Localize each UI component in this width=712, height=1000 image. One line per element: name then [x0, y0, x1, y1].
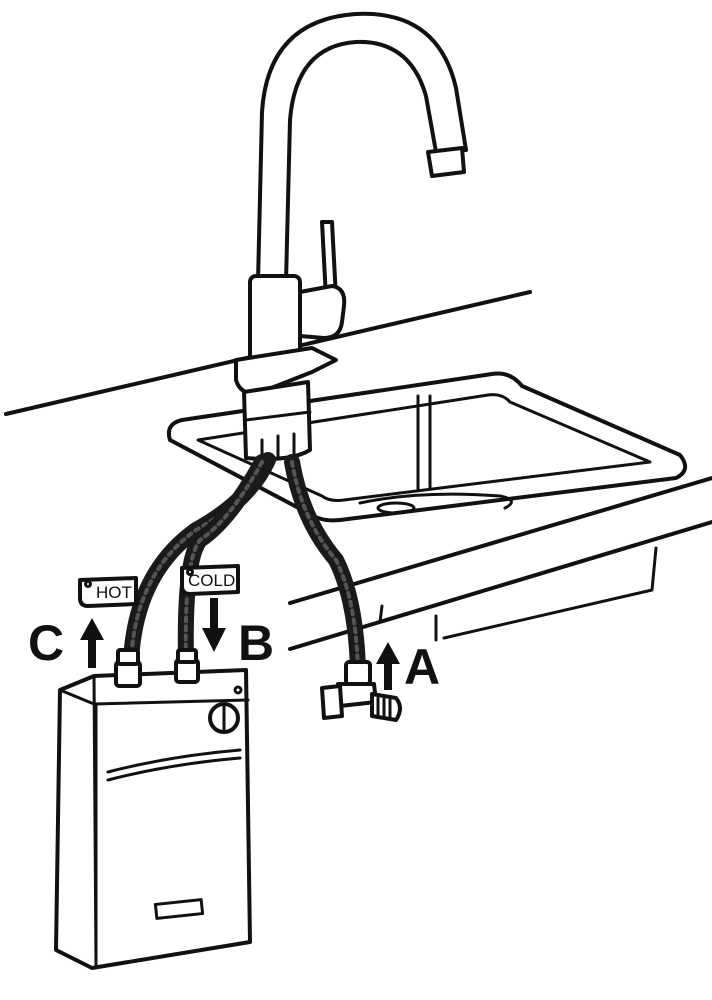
- flexible-hoses: [124, 452, 366, 678]
- angle-stop-valve: [320, 660, 402, 722]
- water-heater: [54, 648, 252, 970]
- arrow-b-down: B: [202, 598, 274, 671]
- arrow-c-up: C: [28, 615, 104, 671]
- arrow-a-up: A: [376, 639, 440, 695]
- cold-tag-label: COLD: [188, 571, 235, 590]
- arrow-c-label: C: [28, 615, 64, 671]
- arrow-a-label: A: [404, 639, 440, 695]
- hot-tag: HOT: [78, 576, 138, 608]
- cold-tag: COLD: [180, 564, 240, 596]
- countertop-front-edge-upper: [288, 476, 712, 605]
- arrow-b-label: B: [238, 615, 274, 671]
- sink-basin: [166, 371, 688, 642]
- kitchen-faucet: [234, 11, 468, 461]
- hot-tag-label: HOT: [96, 583, 132, 602]
